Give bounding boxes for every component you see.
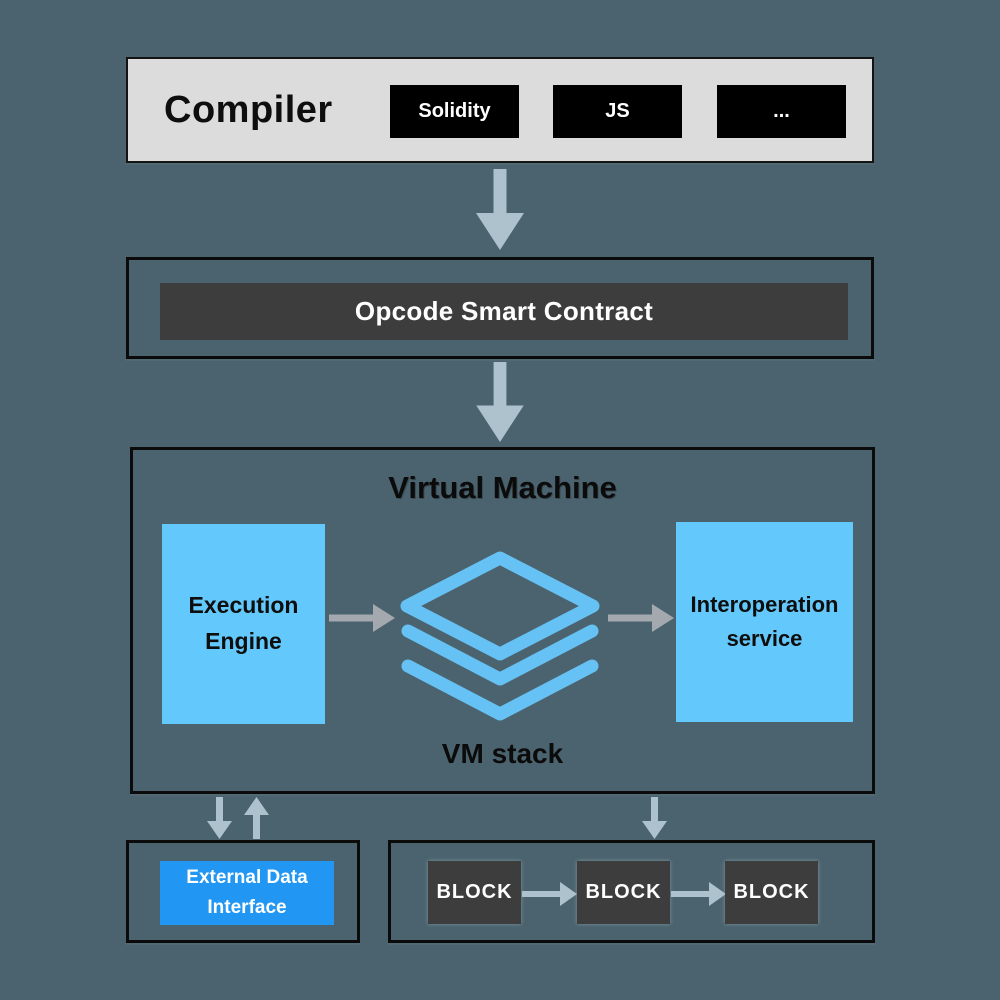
language-button-solidity: Solidity bbox=[390, 85, 519, 138]
virtual-machine-panel: Virtual Machine Execution Engine Interop… bbox=[130, 447, 875, 794]
compiler-panel: Compiler Solidity JS ... bbox=[126, 57, 874, 163]
language-button-js: JS bbox=[553, 85, 682, 138]
vm-stack-label: VM stack bbox=[441, 738, 564, 769]
block-box: BLOCK bbox=[428, 861, 521, 924]
layers-icon bbox=[400, 551, 600, 721]
block-box: BLOCK bbox=[725, 861, 818, 924]
arrow-right-stack-to-interoperation bbox=[608, 604, 674, 632]
arrow-down-compiler-to-opcode bbox=[476, 169, 524, 250]
language-button-more: ... bbox=[717, 85, 846, 138]
external-data-interface-box: External Data Interface bbox=[160, 861, 334, 925]
arrow-right-block-to-block bbox=[522, 882, 577, 906]
execution-engine-box: Execution Engine bbox=[162, 524, 325, 724]
opcode-panel: Opcode Smart Contract bbox=[126, 257, 874, 359]
arrow-down-opcode-to-vm bbox=[476, 362, 524, 442]
arrow-right-engine-to-stack bbox=[329, 604, 395, 632]
opcode-smart-contract-box: Opcode Smart Contract bbox=[160, 283, 848, 340]
interoperation-service-box: Interoperation service bbox=[676, 522, 853, 722]
arrow-down-vm-to-external-data bbox=[207, 797, 232, 839]
virtual-machine-title: Virtual Machine bbox=[388, 470, 617, 505]
blockchain-panel: BLOCK BLOCK BLOCK bbox=[388, 840, 875, 943]
arrow-down-vm-to-blockchain bbox=[642, 797, 667, 839]
block-box: BLOCK bbox=[577, 861, 670, 924]
arrow-right-block-to-block bbox=[671, 882, 726, 906]
compiler-title: Compiler bbox=[164, 88, 333, 131]
external-data-panel: External Data Interface bbox=[126, 840, 360, 943]
arrow-up-external-data-to-vm bbox=[244, 797, 269, 839]
